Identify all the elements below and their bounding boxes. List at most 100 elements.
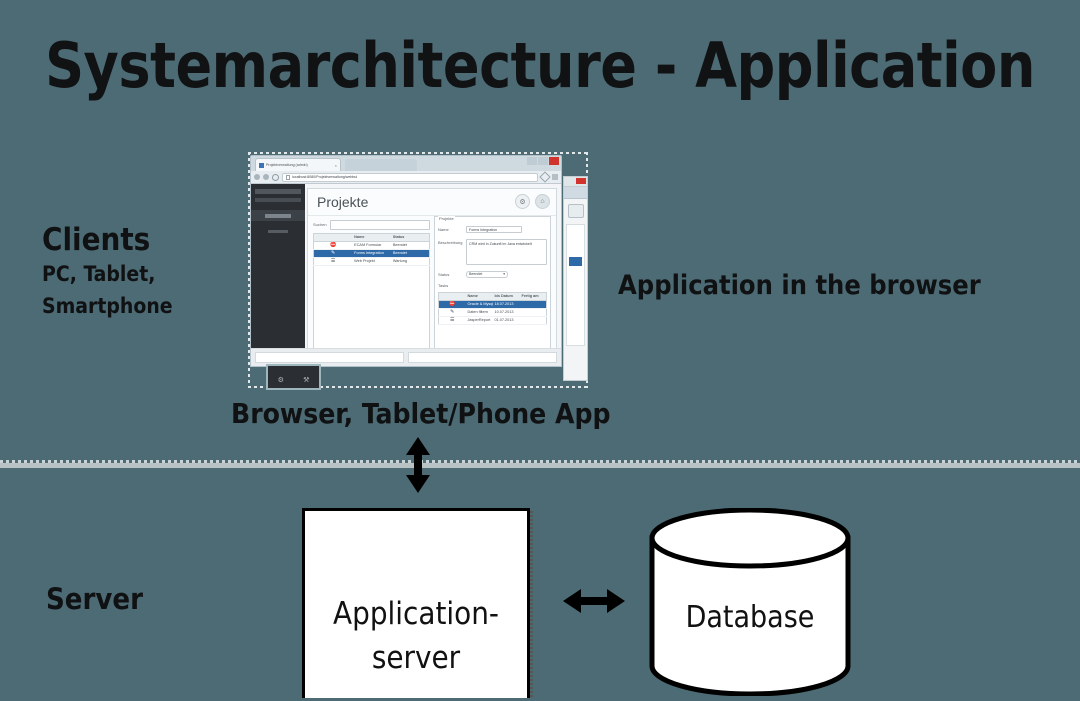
cell-task-done	[519, 300, 547, 309]
background-window-titlebar	[564, 177, 587, 187]
tasks-table: Name bis Datum Fertig am ⛔ Oracl	[438, 292, 547, 325]
detail-legend: Projekte	[438, 216, 455, 222]
table-header-row: Name Status	[313, 233, 430, 242]
cell-task-name: JasperReport	[465, 316, 493, 325]
browser-tab-active[interactable]: Projektverwaltung (admin) ×	[255, 158, 341, 171]
divider-band	[0, 463, 1080, 468]
page-info-icon	[286, 174, 290, 180]
col-status: Status	[390, 233, 430, 242]
field-name-row: Name Forms Integration	[438, 226, 547, 233]
mobile-app-panel[interactable]: ⚙ ⚒	[266, 364, 321, 390]
minimize-icon[interactable]	[527, 157, 537, 165]
window-bottom-strip	[251, 348, 561, 366]
browser-omnibar: localhost:8080/Projektverwaltung/webbui	[251, 171, 561, 184]
browser-tab-title: Projektverwaltung (admin)	[266, 162, 308, 167]
background-window[interactable]	[563, 176, 588, 381]
table-row[interactable]: ✎ Daten filtern 10.07.2013	[438, 308, 547, 317]
col-name: Name	[352, 233, 391, 242]
app-page-title: Projekte	[317, 194, 369, 210]
bottom-panel-right	[408, 352, 557, 363]
cell-task-done	[519, 316, 547, 325]
cell-name: Web Projekt	[352, 257, 391, 266]
window-controls[interactable]	[525, 157, 559, 166]
cell-task-name: Oracle & Mysql Treiber	[465, 300, 493, 309]
maximize-icon[interactable]	[538, 157, 548, 165]
home-icon[interactable]: ⌂	[535, 194, 550, 209]
app-sidebar: ⚙ ⚒	[251, 184, 305, 366]
detail-column: Projekte Name Forms Integration Beschrei…	[434, 216, 551, 360]
app-header: Projekte ⚙ ⌂	[308, 189, 556, 216]
database-cylinder-icon	[649, 507, 851, 697]
sidebar-user	[255, 198, 301, 202]
close-window-icon[interactable]	[549, 157, 559, 165]
projects-table-empty-area	[313, 266, 430, 360]
cell-name: ECAM Formular	[352, 241, 391, 250]
cell-task-done	[519, 308, 547, 317]
search-input[interactable]	[329, 220, 430, 230]
clients-sublabel: PC, Tablet, Smartphone	[42, 262, 173, 318]
table-row[interactable]: ⛔ Oracle & Mysql Treiber 18.07.2013	[438, 300, 547, 309]
reload-icon[interactable]	[272, 173, 279, 181]
field-description-row: Beschreibung CRM wird in Zukunft im Java…	[438, 239, 547, 265]
devices-label: Browser, Tablet/Phone App	[231, 397, 611, 430]
background-window-selected-row	[569, 257, 582, 266]
back-icon[interactable]	[254, 174, 260, 180]
cell-task-due: 10.07.2013	[492, 308, 520, 317]
forward-icon[interactable]	[263, 174, 269, 180]
projects-column: Suchen Name Status	[313, 216, 430, 360]
tier-divider	[0, 460, 1080, 470]
double-arrow-vertical-icon	[406, 437, 430, 493]
web-page: ⚙ ⚒ Projekte ⚙ ⌂ Such	[251, 184, 561, 366]
field-name-input[interactable]: Forms Integration	[466, 226, 522, 233]
wrench-icon[interactable]: ⚒	[303, 377, 310, 384]
favicon-icon	[259, 162, 264, 168]
row-icon: ⛔	[438, 300, 466, 309]
background-window-button[interactable]	[567, 204, 584, 218]
app-columns: Suchen Name Status	[308, 216, 556, 364]
cell-status: Beendet	[390, 249, 430, 258]
table-row[interactable]: ☰ JasperReport 01.07.2013	[438, 316, 547, 325]
address-bar-url: localhost:8080/Projektverwaltung/webbui	[292, 174, 358, 179]
field-status-select[interactable]: Beendet ▾	[466, 271, 508, 278]
sidebar-item-kunden[interactable]	[251, 227, 305, 236]
col-task-name: Name	[465, 292, 493, 301]
settings-icon[interactable]: ⚙	[515, 194, 530, 209]
chevron-down-icon: ▾	[503, 272, 505, 276]
table-row[interactable]: ✎ Forms Integration Beendet	[313, 249, 430, 258]
double-arrow-horizontal-icon	[563, 589, 625, 613]
cell-status: Wartung	[390, 257, 430, 266]
address-bar[interactable]: localhost:8080/Projektverwaltung/webbui	[282, 172, 538, 182]
page-title: Systemarchitecture - Application	[45, 29, 1035, 102]
browser-window[interactable]: Projektverwaltung (admin) × localhost:80…	[250, 155, 562, 367]
projects-table: Name Status ⛔ ECAM Formular Beendet	[313, 233, 430, 266]
cell-task-name: Daten filtern	[465, 308, 493, 317]
table-header-row: Name bis Datum Fertig am	[438, 292, 547, 301]
table-row[interactable]: ☰ Web Projekt Wartung	[313, 257, 430, 266]
cell-task-due: 18.07.2013	[492, 300, 520, 309]
field-name-label: Name	[438, 227, 449, 232]
field-status-row: Status Beendet ▾	[438, 271, 547, 278]
browser-tab-inactive[interactable]	[345, 159, 417, 171]
appserver-label: Application- server	[333, 595, 499, 676]
row-icon: ✎	[313, 249, 353, 258]
background-window-content	[566, 224, 585, 346]
browser-tabstrip: Projektverwaltung (admin) ×	[251, 156, 561, 171]
clients-label: Clients	[42, 222, 151, 258]
close-icon[interactable]: ×	[334, 162, 337, 168]
gear-icon[interactable]: ⚙	[277, 377, 284, 384]
field-description-textarea[interactable]: CRM wird in Zukunft im Java entwickelt	[466, 239, 547, 265]
search-row: Suchen	[313, 220, 430, 230]
background-window-toolbar	[564, 187, 587, 199]
row-icon-header	[438, 292, 466, 301]
row-icon: ☰	[313, 257, 353, 266]
server-label: Server	[46, 582, 143, 616]
table-row[interactable]: ⛔ ECAM Formular Beendet	[313, 241, 430, 250]
tasks-legend: Tasks	[438, 283, 449, 288]
app-content: Projekte ⚙ ⌂ Suchen	[307, 188, 557, 366]
background-window-close-icon[interactable]	[576, 178, 586, 184]
bookmark-star-icon[interactable]	[539, 171, 551, 183]
menu-icon[interactable]	[552, 174, 558, 180]
sidebar-item-projekte[interactable]	[251, 210, 305, 221]
database-node: Database	[648, 507, 852, 697]
field-status-value: Beendet	[469, 272, 483, 276]
